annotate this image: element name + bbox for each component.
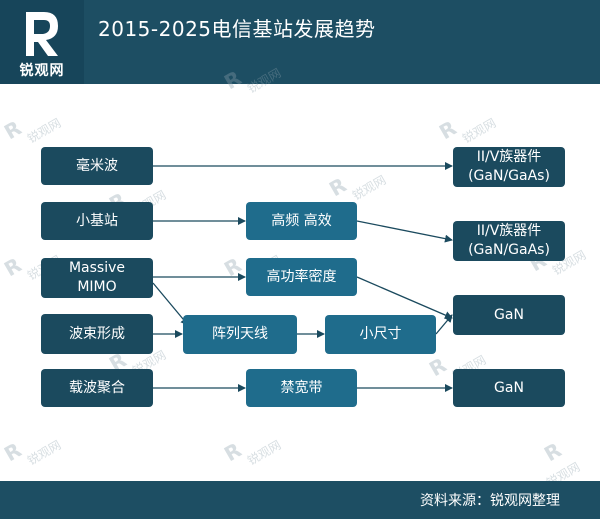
node-high-power-density: 高功率密度 [246, 258, 357, 296]
node-high-freq-efficiency: 高频 高效 [246, 202, 357, 240]
footer-bar: 资料来源：锐观网整理 [0, 481, 600, 519]
page-title: 2015-2025电信基站发展趋势 [98, 17, 376, 41]
node-massive-mimo: Massive MIMO [41, 258, 153, 298]
node-beamforming: 波束形成 [41, 314, 153, 354]
node-small-size: 小尺寸 [325, 315, 436, 354]
logo-text: 锐观网 [19, 63, 65, 79]
arrow-mimo-to-array [152, 282, 189, 326]
node-wide-bandgap: 禁宽带 [246, 369, 357, 407]
node-gan-1: GaN [453, 295, 565, 335]
node-antenna-array: 阵列天线 [183, 315, 297, 354]
header-bar: 锐观网 2015-2025电信基站发展趋势 [0, 0, 600, 84]
arrow-highpower-to-gan1 [356, 276, 453, 319]
source-note: 资料来源：锐观网整理 [420, 493, 560, 509]
node-small-cell: 小基站 [41, 202, 153, 240]
node-iiiv-device-1: II/V族器件 (GaN/GaAs) [453, 147, 565, 187]
node-iiiv-device-2: II/V族器件 (GaN/GaAs) [453, 221, 565, 261]
logo-mark-icon [26, 12, 58, 56]
node-millimeter-wave: 毫米波 [41, 147, 153, 185]
node-carrier-aggregation: 载波聚合 [41, 369, 153, 407]
node-gan-2: GaN [453, 369, 565, 407]
arrow-smallsize-to-gan1 [435, 314, 453, 335]
logo: 锐观网 [0, 0, 84, 84]
arrow-highfreq-to-device2 [356, 220, 453, 243]
